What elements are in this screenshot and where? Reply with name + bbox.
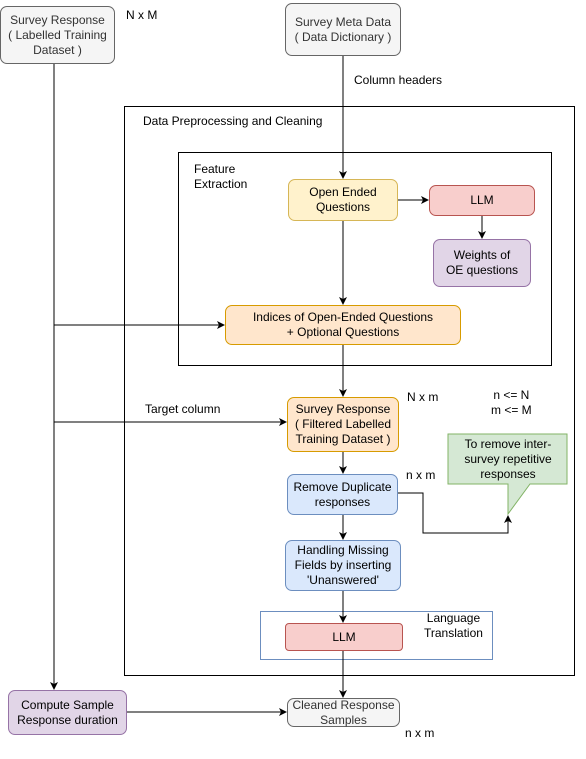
label-language-translation: Language Translation <box>424 611 483 640</box>
language-translation-container <box>260 611 493 660</box>
label-n-x-m-dup: n x m <box>406 468 436 482</box>
filtered-dataset-node[interactable]: Survey Response ( Filtered Labelled Trai… <box>287 397 399 452</box>
label-preprocessing: Data Preprocessing and Cleaning <box>143 114 323 128</box>
callout-text: To remove inter- survey repetitive respo… <box>464 436 552 481</box>
missing-fields-node[interactable]: Handling Missing Fields by inserting 'Un… <box>285 540 401 591</box>
compute-sample-node[interactable]: Compute Sample Response duration <box>8 690 127 735</box>
open-ended-questions-node[interactable]: Open Ended Questions <box>288 179 398 221</box>
survey-response-node[interactable]: Survey Response ( Labelled Training Data… <box>0 6 115 64</box>
feature-extraction-container <box>178 152 552 366</box>
label-target-column: Target column <box>145 402 221 416</box>
label-column-headers: Column headers <box>354 73 443 87</box>
llm-feature-node[interactable]: LLM <box>429 185 535 216</box>
label-n-x-M: N x M <box>126 8 158 22</box>
remove-duplicate-node[interactable]: Remove Duplicate responses <box>287 474 398 515</box>
weights-node[interactable]: Weights of OE questions <box>433 239 531 287</box>
preprocessing-container <box>124 106 575 676</box>
label-N-x-m: N x m <box>407 390 439 404</box>
label-feature-extraction: Feature Extraction <box>194 162 248 191</box>
label-constraints: n <= N m <= M <box>491 388 532 417</box>
llm-translation-node[interactable]: LLM <box>285 623 403 651</box>
edge-removedup-to-callout <box>398 492 512 534</box>
label-n-x-m-out: n x m <box>405 726 435 740</box>
indices-node[interactable]: Indices of Open-Ended Questions + Option… <box>225 305 461 345</box>
callout-shape <box>447 433 568 516</box>
cleaned-samples-node[interactable]: Cleaned Response Samples <box>287 698 400 727</box>
survey-meta-node[interactable]: Survey Meta Data ( Data Dictionary ) <box>285 3 401 56</box>
